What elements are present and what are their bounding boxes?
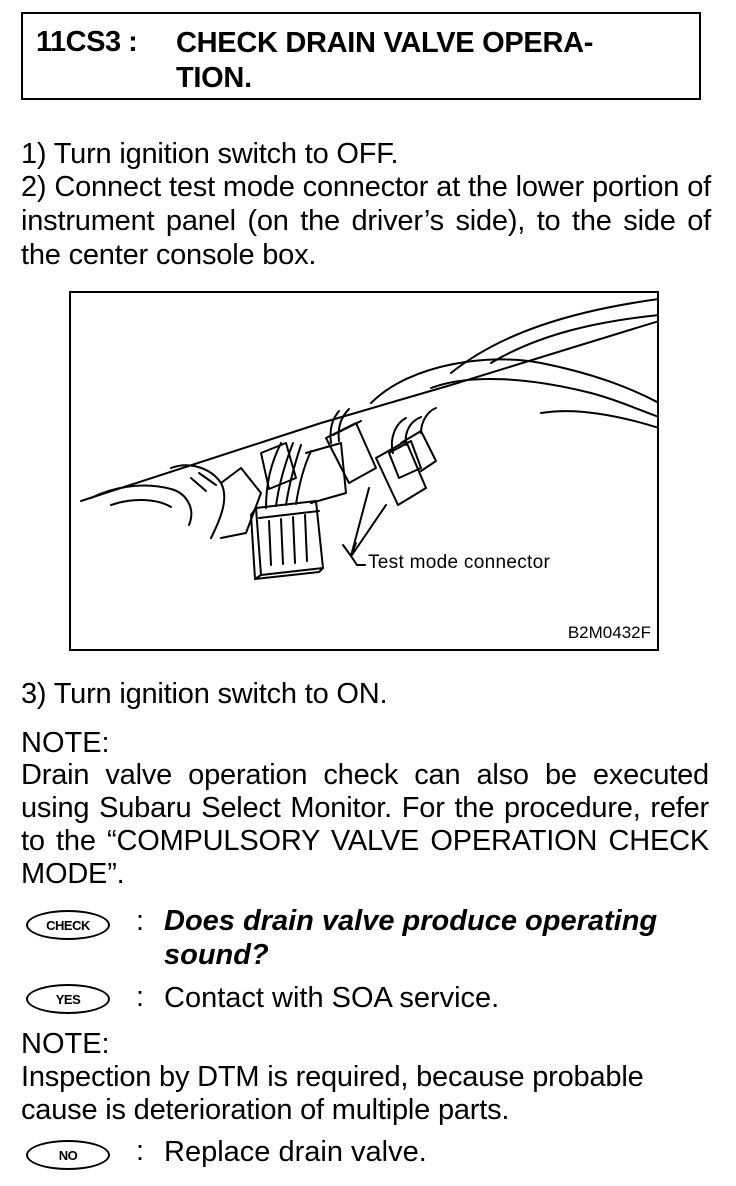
note-2-title: NOTE: [21,1028,110,1060]
step-2: 2) Connect test mode connector at the lo… [21,171,711,271]
note-1-body: Drain valve operation check can also be … [21,759,709,890]
no-answer: Replace drain valve. [164,1136,427,1168]
check-badge: CHECK [26,910,110,940]
connector-illustration: Test mode connector B2M0432F [69,291,659,651]
note-2-body: Inspection by DTM is required, because p… [21,1061,644,1126]
section-code: 11CS3 : [36,26,138,58]
connector-drawing [80,298,657,580]
section-header-box: 11CS3 : CHECK DRAIN VALVE OPERA- TION. [21,12,701,100]
check-colon: : [136,905,145,937]
yes-answer: Contact with SOA service. [164,982,500,1014]
yes-colon: : [136,981,145,1013]
figure-code: B2M0432F [567,623,651,642]
yes-badge: YES [26,984,110,1014]
step-1: 1) Turn ignition switch to OFF. [21,138,399,170]
section-title: CHECK DRAIN VALVE OPERA- TION. [176,27,594,94]
no-badge: NO [26,1140,110,1170]
note-1-title: NOTE: [21,727,110,759]
step-3: 3) Turn ignition switch to ON. [21,678,388,710]
figure-caption: Test mode connector [368,552,551,573]
check-question: Does drain valve produce operating sound… [164,905,658,971]
no-colon: : [136,1135,145,1167]
